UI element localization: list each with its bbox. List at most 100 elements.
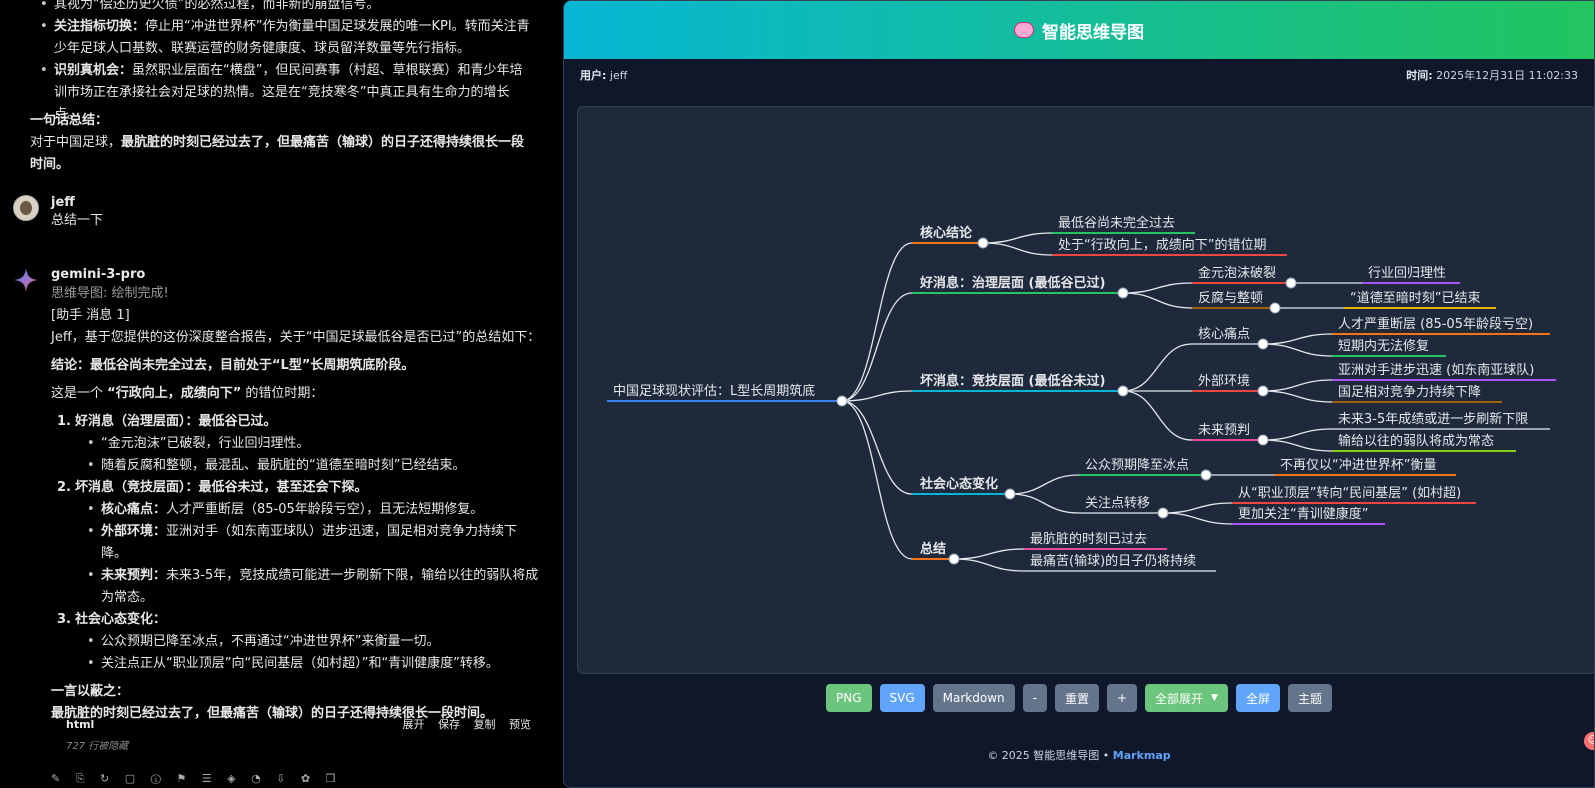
- toolbar-button-3[interactable]: -: [1022, 684, 1047, 712]
- mindmap-canvas[interactable]: 中国足球现状评估：L型长周期筑底 核心结论 最低谷尚未完全过去处于“行政向上，成绩向…: [577, 106, 1595, 674]
- mindmap-node-mindmap-branches-3-children-1-children-0-link: [1162, 502, 1233, 514]
- list-item: 识别真机会：虽然职业层面在“横盘”，但民间赛事（村超、草根联赛）和青少年培训市场…: [40, 60, 532, 126]
- mindmap-node-mindmap-branches-2-children-1-children-0-label: 亚洲对手进步迅速 (如东南亚球队): [1338, 362, 1534, 378]
- mindmap-node-mindmap-branches-2-children-0-children-0-label: 人才严重断层 (85-05年龄段亏空): [1338, 316, 1533, 332]
- toolbar-button-4[interactable]: 重置: [1054, 684, 1099, 712]
- mindmap-node-mindmap-branches-1-label: 好消息：治理层面 (最低谷已过): [919, 275, 1105, 291]
- time-info: 时间: 2025年12月31日 11:02:33: [1406, 69, 1578, 82]
- list-item: 关注指标切换：停止用“冲进世界杯”作为衡量中国足球发展的唯一KPI。转而关注青少…: [40, 16, 532, 60]
- mindmap-node-mindmap-branches-2-children-0-children-1-label: 短期内无法修复: [1338, 338, 1429, 354]
- mindmap-node-mindmap-branches-1-children-1-toggle[interactable]: [1269, 302, 1281, 314]
- gemini-logo-icon: [14, 268, 38, 292]
- mindmap-node-mindmap-branches-2-children-2-label: 未来预判: [1198, 423, 1250, 438]
- info-bar: 用户: jeff 时间: 2025年12月31日 11:02:33: [564, 59, 1594, 91]
- preview-code-button[interactable]: 预览: [509, 718, 531, 731]
- mindmap-node-mindmap-branches-2-children-0-link: [1122, 343, 1193, 392]
- message-action-icons[interactable]: ✎ ⎘ ↻ ▢ ⓘ ⚑ ☰ ◈ ◔ ⇩ ✿ ❒: [51, 772, 342, 785]
- mindmap-panel: 智能思维导图 用户: jeff 时间: 2025年12月31日 11:02:33…: [563, 0, 1595, 788]
- toolbar-button-5[interactable]: +: [1106, 684, 1138, 712]
- mindmap-node-mindmap-branches-4-toggle[interactable]: [948, 553, 960, 565]
- mindmap-node-mindmap-branches-2-children-2-children-0-link: [1262, 428, 1333, 441]
- mindmap-node-mindmap-branches-0-label: 核心结论: [920, 225, 973, 241]
- panel-header: 智能思维导图: [564, 1, 1594, 59]
- mindmap-node-mindmap-branches-4-link: [841, 400, 913, 560]
- mindmap-node-mindmap-branches-1-children-0-link: [1122, 282, 1193, 294]
- mindmap-node-mindmap-branches-2-children-2-children-0-label: 未来3-5年成绩或进一步刷新下限: [1338, 411, 1528, 427]
- mindmap-node-mindmap-branches-3-children-1-children-1-label: 更加关注“青训健康度”: [1238, 506, 1368, 522]
- expand-code-button[interactable]: 展开: [402, 718, 425, 731]
- bot-intro: Jeff，基于您提供的这份深度整合报告，关于“中国足球最低谷是否已过”的总结如下…: [51, 330, 541, 345]
- mindmap-node-mindmap-branches-4-label: 总结: [920, 541, 946, 557]
- bot-message: 思维导图: 绘制完成! [助手 消息 1] Jeff，基于您提供的这份深度整合报…: [51, 283, 541, 725]
- toolbar-button-1[interactable]: SVG: [879, 684, 925, 712]
- mindmap-node-mindmap-branches-3-children-0-toggle[interactable]: [1200, 469, 1212, 481]
- list-item: 核心痛点：人才严重断层（85-05年龄段亏空），且无法短期修复。: [87, 499, 541, 521]
- toolbar-button-0[interactable]: PNG: [826, 684, 872, 712]
- point-3: 3.社会心态变化： 公众预期已降至冰点，不再通过“冲进世界杯”来衡量一切。 关注…: [57, 609, 541, 675]
- copy-code-button[interactable]: 复制: [473, 718, 496, 731]
- toolbar-button-7[interactable]: 全屏: [1235, 684, 1280, 712]
- list-item: 关注点正从“职业顶层”向“民间基层（如村超）”和“青训健康度”转移。: [87, 653, 541, 675]
- mindmap-node-mindmap-branches-2-children-1-toggle[interactable]: [1257, 385, 1269, 397]
- mindmap-node-mindmap-branches-2-children-2-toggle[interactable]: [1257, 434, 1269, 446]
- mindmap-node-mindmap-branches-3-children-1-children-1-link: [1162, 512, 1233, 525]
- mindmap-node-mindmap-branches-0-children-0-link: [982, 232, 1053, 244]
- mindmap-node-mindmap-branches-1-children-1-children-0-label: “道德至暗时刻”已结束: [1350, 291, 1480, 306]
- toolbar-button-6[interactable]: 全部展开▼: [1145, 684, 1228, 712]
- save-code-button[interactable]: 保存: [438, 718, 460, 731]
- mindmap-node-mindmap-branches-2-toggle[interactable]: [1117, 385, 1129, 397]
- mindmap-node-mindmap-branches-2-children-1-label: 外部环境: [1198, 374, 1250, 389]
- toolbar-button-2[interactable]: Markdown: [932, 684, 1015, 712]
- mindmap-node-mindmap-branches-3-children-0-label: 公众预期降至冰点: [1085, 458, 1189, 473]
- mindmap-node-mindmap-branches-3-children-1-toggle[interactable]: [1157, 507, 1169, 519]
- mindmap-node-mindmap-branches-0-children-1-label: 处于“行政向上，成绩向下”的错位期: [1058, 237, 1266, 253]
- mindmap-node-mindmap-branches-1-children-0-toggle[interactable]: [1285, 277, 1297, 289]
- bot-status: 思维导图: 绘制完成!: [51, 286, 169, 301]
- mindmap-node-mindmap-branches-2-children-0-toggle[interactable]: [1257, 338, 1269, 350]
- mindmap-node-mindmap-branches-1-children-0-children-0-label: 行业回归理性: [1368, 266, 1446, 281]
- mindmap-node-mindmap-branches-0-link: [841, 242, 913, 402]
- mindmap-node-mindmap-branches-3-toggle[interactable]: [1004, 488, 1016, 500]
- mindmap-node-mindmap-branches-3-children-1-children-0-label: 从“职业顶层”转向“民间基层” (如村超): [1238, 485, 1461, 501]
- mindmap-node-mindmap-branches-2-label: 坏消息：竞技层面 (最低谷未过): [920, 373, 1105, 389]
- user-info: 用户: jeff: [580, 69, 628, 82]
- mindmap-root-label: 中国足球现状评估：L型长周期筑底: [613, 383, 815, 399]
- list-item: 未来预判：未来3-5年，竞技成绩可能进一步刷新下限，输给以往的弱队将成为常态。: [87, 565, 541, 609]
- mindmap-node-mindmap-branches-4-children-1-label: 最痛苦(输球)的日子仍将持续: [1030, 553, 1196, 569]
- panel-footer: © 2025 智能思维导图 • Markmap: [987, 749, 1171, 762]
- toolbar-button-8[interactable]: 主题: [1287, 684, 1332, 712]
- mindmap-node-mindmap-branches-1-toggle[interactable]: [1117, 287, 1129, 299]
- mindmap-node-mindmap-branches-3-link: [841, 400, 913, 495]
- mindmap-node-mindmap-branches-2-children-2-children-1-label: 输给以往的弱队将成为常态: [1338, 433, 1494, 449]
- mindmap-node-mindmap-branches-4-children-1-link: [953, 558, 1025, 572]
- previous-bullets: 其视为“偿还历史欠债”的必然过程，而非新的崩盘信号。 关注指标切换：停止用“冲进…: [40, 0, 532, 126]
- chat-panel: 其视为“偿还历史欠债”的必然过程，而非新的崩盘信号。 关注指标切换：停止用“冲进…: [0, 0, 560, 788]
- mindmap-node-mindmap-branches-0-toggle[interactable]: [977, 237, 989, 249]
- points-list: 1.好消息（治理层面）：最低谷已过。 “金元泡沫”已破裂，行业回归理性。 随着反…: [57, 411, 541, 675]
- mindmap-node-mindmap-branches-0-children-0-label: 最低谷尚未完全过去: [1058, 215, 1175, 231]
- mindmap-node-mindmap-branches-1-children-1-label: 反腐与整顿: [1198, 291, 1263, 306]
- mindmap-node-mindmap-branches-2-children-2-children-1-link: [1262, 439, 1333, 452]
- bot-name: gemini-3-pro: [51, 267, 146, 282]
- final-text: 最肮脏的时刻已经过去了，但最痛苦（输球）的日子还得持续很长一段时间。: [51, 706, 494, 721]
- corner-badge-icon[interactable]: ☺: [1584, 732, 1594, 750]
- markmap-link[interactable]: Markmap: [1112, 749, 1171, 762]
- point-2: 2.坏消息（竞技层面）：最低谷未过，甚至还会下探。 核心痛点：人才严重断层（85…: [57, 477, 541, 609]
- list-item: 外部环境：亚洲对手（如东南亚球队）进步迅速，国足相对竞争力持续下降。: [87, 521, 541, 565]
- mindmap-node-mindmap-branches-2-link: [841, 390, 913, 402]
- mindmap-node-mindmap-branches-3-children-1-label: 关注点转移: [1085, 496, 1150, 511]
- user-message: 总结一下: [51, 213, 104, 228]
- mindmap-node-mindmap-branches-1-children-1-link: [1122, 292, 1193, 309]
- mindmap-node-mindmap-branches-2-children-2-link: [1122, 390, 1193, 441]
- code-block-header: html 展开 保存 复制 预览: [51, 714, 531, 736]
- mindmap-svg[interactable]: 中国足球现状评估：L型长周期筑底 核心结论 最低谷尚未完全过去处于“行政向上，成绩向…: [578, 107, 1595, 674]
- mindmap-node-mindmap-branches-3-children-1-link: [1009, 493, 1080, 514]
- mindmap-root-toggle[interactable]: [836, 395, 848, 407]
- list-item: 其视为“偿还历史欠债”的必然过程，而非新的崩盘信号。: [40, 0, 532, 16]
- mindmap-node-mindmap-branches-1-link: [841, 292, 913, 402]
- list-item: 随着反腐和整顿，最混乱、最肮脏的“道德至暗时刻”已经结束。: [87, 455, 541, 477]
- conclusion: 结论：最低谷尚未完全过去，目前处于“L型”长周期筑底阶段。: [51, 358, 415, 373]
- summary-text: 对于中国足球，最肮脏的时刻已经过去了，但最痛苦（输球）的日子还得持续很长一段时间…: [30, 135, 525, 172]
- mindmap-node-mindmap-branches-2-children-0-children-1-link: [1262, 343, 1333, 357]
